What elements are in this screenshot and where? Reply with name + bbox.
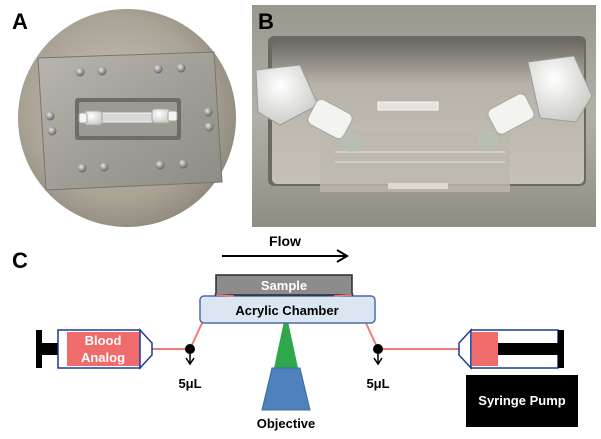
- panel-a-photo: A: [6, 5, 247, 227]
- acrylic-chamber: [199, 295, 376, 324]
- panel-b-photo: B: [252, 5, 596, 227]
- glass-strip-top: [377, 101, 439, 111]
- chamber-label: Acrylic Chamber: [235, 303, 338, 318]
- panel-label-a: A: [12, 9, 28, 34]
- connector-b-left: [255, 64, 360, 152]
- flow-arrow: [222, 249, 349, 263]
- sample-slide: [215, 274, 353, 296]
- sample-label: Sample: [261, 278, 307, 293]
- flow-label: Flow: [269, 233, 301, 249]
- pump-syringe: [458, 328, 564, 370]
- panel-label-c: C: [12, 248, 28, 273]
- objective-lens: [261, 367, 311, 411]
- light-beam: [274, 312, 298, 368]
- volume-right-label: 5μL: [366, 376, 389, 391]
- connector-b-right: [478, 55, 593, 150]
- blood-label-line1: Blood: [85, 333, 122, 348]
- pump-label: Syringe Pump: [478, 393, 565, 408]
- blood-label-line2: Analog: [81, 350, 125, 365]
- glass-strip-bottom: [388, 183, 448, 189]
- bolts: [45, 63, 214, 173]
- connector-left: [78, 110, 103, 126]
- syringe-pump-box: [466, 375, 578, 427]
- blood-analog-syringe: Blood Analog: [36, 328, 153, 370]
- objective-label: Objective: [257, 416, 316, 431]
- connector-right: [151, 108, 178, 124]
- sampling-port-right: [373, 344, 383, 366]
- volume-left-label: 5μL: [178, 376, 201, 391]
- sampling-port-left: [185, 344, 195, 366]
- panel-c-schematic: C Flow Objective Acrylic Chamber Sample: [12, 233, 578, 431]
- flow-channel: [99, 112, 157, 123]
- panel-label-b: B: [258, 9, 274, 34]
